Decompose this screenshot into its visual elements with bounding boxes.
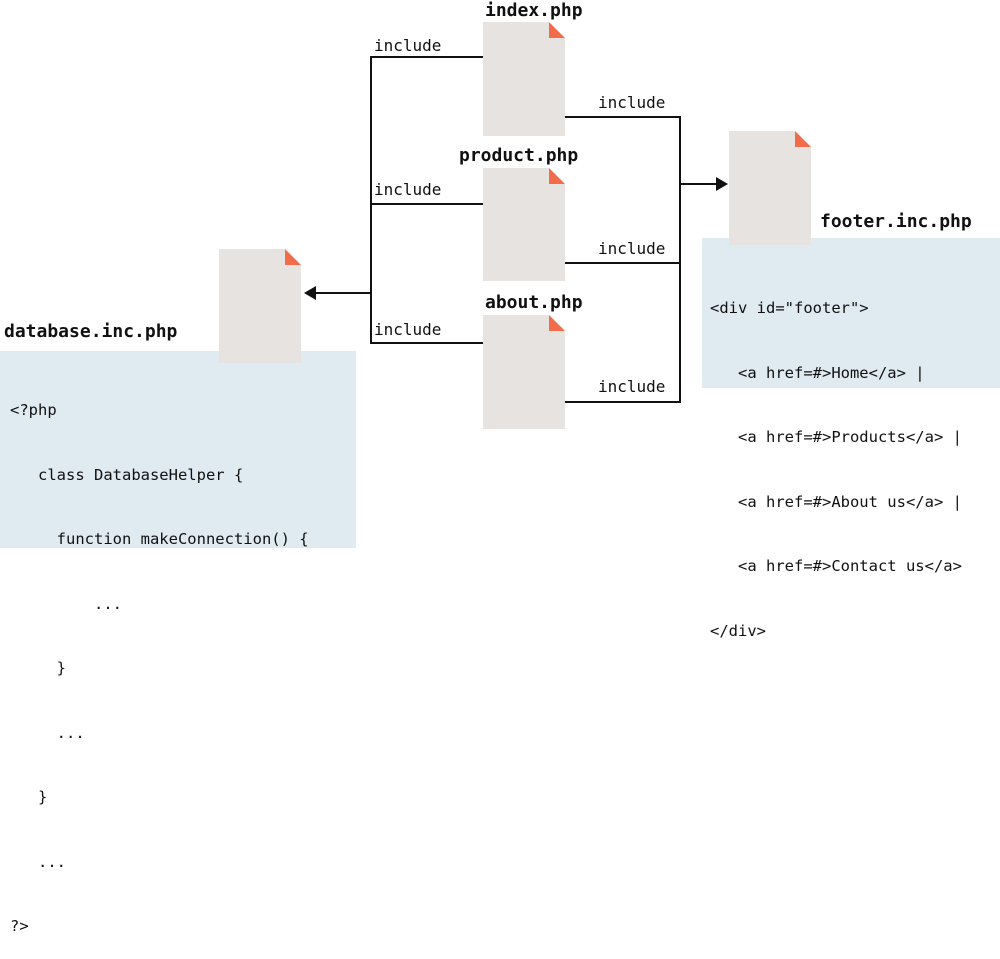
index-to-footer-line [565,116,681,403]
edge-label: include [598,93,666,112]
database-arrowhead [304,286,316,300]
code-line: <a href=#>Home</a> | [710,363,925,382]
code-line: <a href=#>About us</a> | [710,492,962,511]
footer-arrowhead [716,177,728,191]
edge-label: include [374,180,442,199]
footer-file-title: footer.inc.php [820,211,972,232]
database-file-icon [219,249,301,363]
code-line: ?> [10,917,29,935]
product-file-icon [483,168,565,281]
code-line: ... [10,852,66,871]
code-line: <a href=#>Contact us</a> [710,557,962,575]
database-file-title: database.inc.php [4,321,178,342]
code-line: ... [10,594,122,613]
edge-label: include [598,377,666,396]
product-file-title: product.php [459,145,579,166]
code-line: function makeConnection() { [10,530,309,548]
edge-label: include [374,36,442,55]
code-line: <a href=#>Products</a> | [710,428,962,446]
index-file-title: index.php [485,0,583,21]
code-line: } [10,659,66,677]
about-file-title: about.php [485,292,583,313]
index-to-database-line [370,56,483,344]
index-file-icon [483,22,565,136]
code-line: class DatabaseHelper { [10,465,244,484]
connector-lines [304,56,728,403]
code-line: <?php [10,401,57,419]
code-line: ... [10,723,85,742]
code-line: <div id="footer"> [710,299,869,317]
about-file-icon [483,315,565,429]
footer-file-icon [729,131,811,245]
edge-label: include [374,320,442,339]
code-line: } [10,788,48,806]
edge-label: include [598,239,666,258]
code-line: </div> [710,621,766,640]
